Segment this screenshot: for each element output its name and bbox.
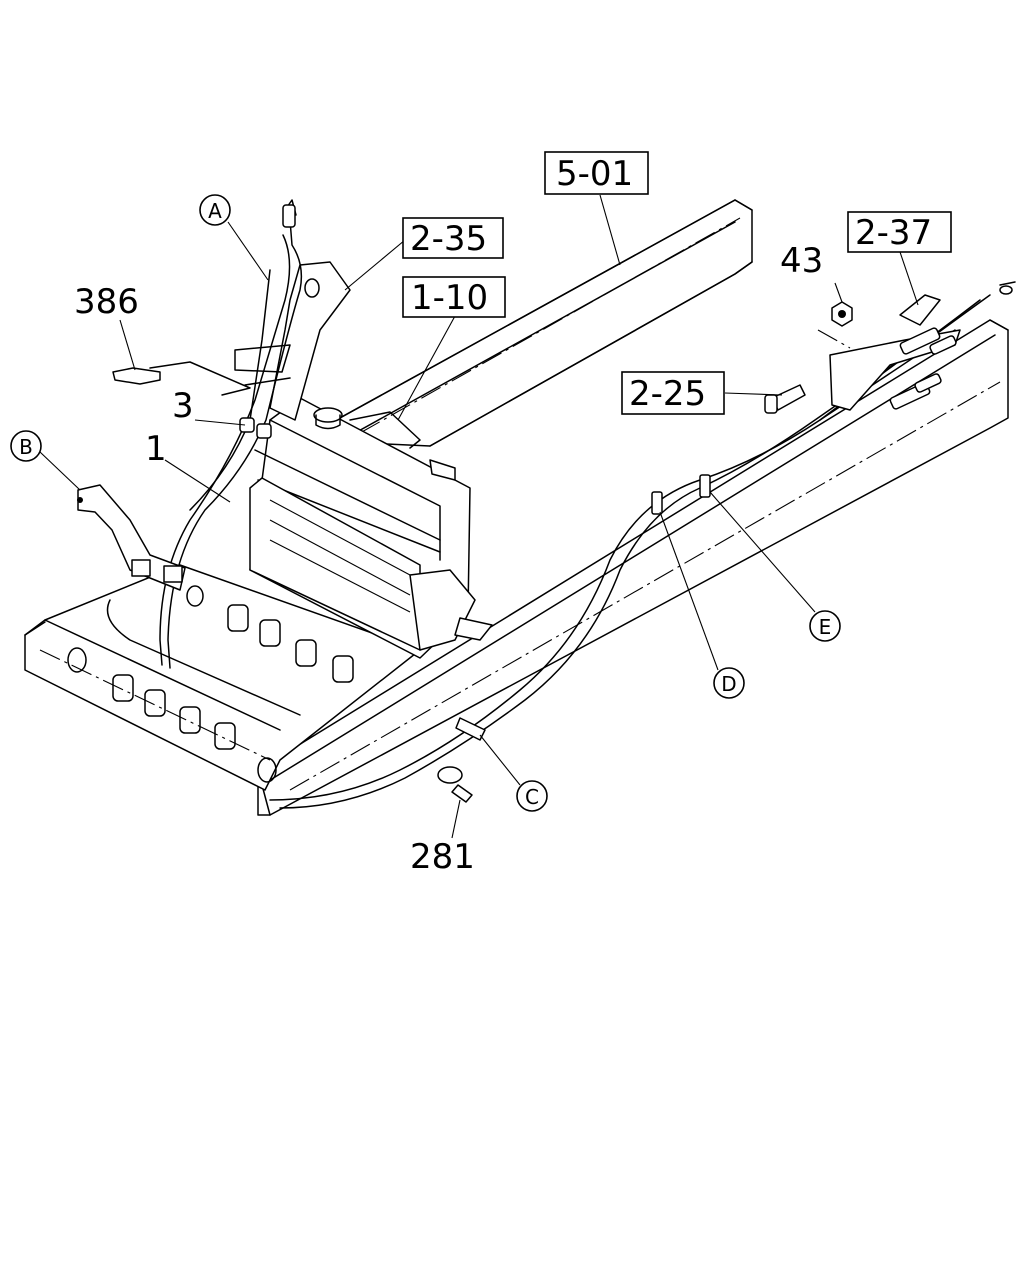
upper-bracket [234, 261, 351, 421]
part-1: 1 [145, 429, 167, 469]
ref-1-10-text: 1-10 [411, 278, 488, 318]
frame-rail-far [299, 199, 753, 459]
ref-2-25-text: 2-25 [629, 374, 706, 414]
nut [817, 301, 853, 349]
bolt [764, 384, 806, 414]
callout-a-text: A [208, 199, 222, 223]
callout-d-text: D [721, 672, 736, 696]
part-3: 3 [172, 386, 194, 426]
clamp-281 [437, 766, 473, 803]
ref-2-25: 2-25 [621, 371, 725, 415]
clip-d [651, 491, 663, 515]
callout-d: D [713, 667, 745, 699]
callout-b-text: B [19, 435, 33, 459]
clip-c [455, 717, 486, 741]
leader-lines [39, 194, 919, 839]
part-281: 281 [410, 837, 475, 877]
ref-1-10: 1-10 [402, 276, 506, 318]
callout-c-text: C [525, 785, 539, 809]
bracket-b [77, 484, 186, 591]
ref-2-35: 2-35 [402, 217, 504, 259]
grommet-2 [256, 423, 272, 439]
callout-b: B [10, 430, 42, 462]
ref-2-37: 2-37 [847, 211, 952, 253]
ref-5-01-text: 5-01 [556, 154, 633, 194]
ref-2-37-text: 2-37 [855, 213, 932, 253]
cross-member [24, 564, 421, 791]
rear-bracket [829, 294, 961, 411]
part-386: 386 [74, 282, 139, 322]
callout-e: E [809, 610, 841, 642]
callout-c: C [516, 780, 548, 812]
clip-386 [112, 361, 251, 396]
callout-e-text: E [819, 615, 832, 639]
part-43: 43 [780, 241, 823, 281]
cables [159, 199, 1016, 809]
clip-e [699, 474, 711, 498]
tank-assembly [249, 397, 493, 659]
ref-5-01: 5-01 [544, 151, 649, 195]
ref-2-35-text: 2-35 [410, 219, 487, 259]
frame-rail-near [257, 319, 1009, 816]
callout-a: A [199, 194, 231, 226]
